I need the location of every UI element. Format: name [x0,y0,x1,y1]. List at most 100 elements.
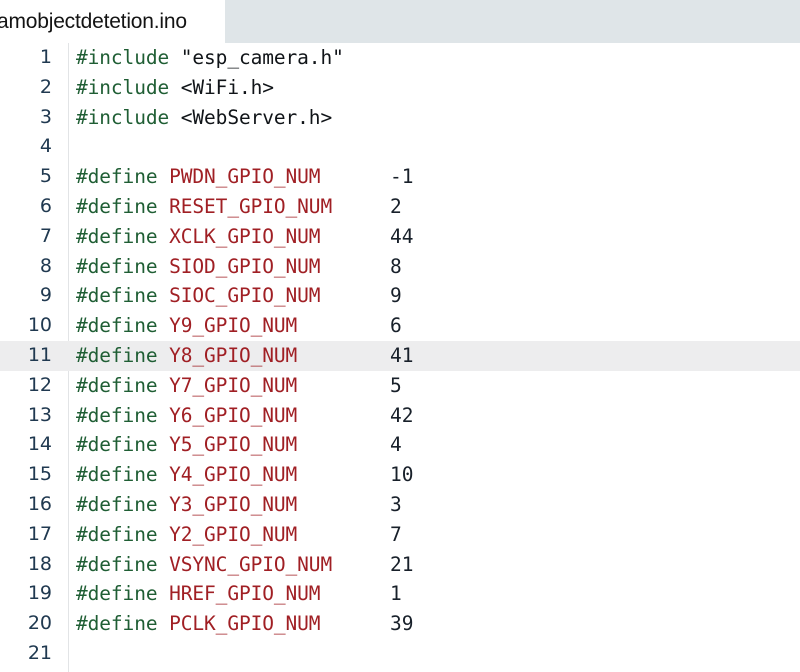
preprocessor-keyword: #define [76,314,158,338]
include-literal: "esp_camera.h" [169,46,344,69]
include-literal [157,165,169,188]
macro-value: 42 [390,403,414,427]
line-number: 2 [39,75,52,98]
code-text: #define Y5_GPIO_NUM [76,430,297,460]
include-literal [157,433,169,456]
editor-tab-bar: amobjectdetetion.ino [0,0,800,43]
line-number: 3 [39,105,52,128]
macro-name: SIOC_GPIO_NUM [169,284,321,308]
macro-name: Y2_GPIO_NUM [169,522,298,546]
macro-name: RESET_GPIO_NUM [169,194,333,218]
macro-name: Y4_GPIO_NUM [169,463,298,487]
macro-value: 5 [390,373,402,397]
macro-name: PCLK_GPIO_NUM [169,612,321,636]
include-literal [157,225,169,248]
preprocessor-keyword: #define [76,522,158,546]
code-line[interactable]: 4 [0,132,800,162]
macro-value: 6 [390,314,402,338]
code-text: #define Y6_GPIO_NUM [76,401,297,431]
preprocessor-keyword: #define [76,463,158,487]
code-line[interactable]: 3 #include <WebServer.h> [0,103,800,133]
macro-value: 4 [390,433,402,457]
macro-name: Y7_GPIO_NUM [169,373,298,397]
preprocessor-keyword: #define [76,403,158,427]
code-line[interactable]: 2 #include <WiFi.h> [0,73,800,103]
include-literal [157,404,169,427]
code-editor[interactable]: 1#include "esp_camera.h"2#include <WiFi.… [0,43,800,672]
preprocessor-keyword: #define [76,492,158,516]
macro-value: 7 [390,522,402,546]
preprocessor-keyword: #define [76,194,158,218]
code-line[interactable]: 15 #define Y4_GPIO_NUM 10 [0,460,800,490]
macro-value: 9 [390,284,402,308]
code-text: #include "esp_camera.h" [76,43,344,73]
macro-value: 8 [390,254,402,278]
code-text: #define SIOC_GPIO_NUM [76,281,321,311]
preprocessor-keyword: #define [76,373,158,397]
include-literal [157,463,169,486]
include-literal [157,314,169,337]
preprocessor-keyword: #define [76,552,158,576]
include-literal [157,255,169,278]
code-line[interactable]: 17 #define Y2_GPIO_NUM 7 [0,520,800,550]
code-text: #define PWDN_GPIO_NUM [76,162,321,192]
macro-name: HREF_GPIO_NUM [169,582,321,606]
code-text: #define SIOD_GPIO_NUM [76,252,321,282]
code-text: #define Y9_GPIO_NUM [76,311,297,341]
line-number: 20 [27,612,52,635]
macro-value: 39 [390,612,414,636]
code-text: #define XCLK_GPIO_NUM [76,222,321,252]
code-text: #include <WebServer.h> [76,103,332,133]
code-line[interactable]: 9 #define SIOC_GPIO_NUM 9 [0,281,800,311]
line-number: 14 [27,433,52,456]
code-line[interactable]: 10 #define Y9_GPIO_NUM 6 [0,311,800,341]
line-number: 10 [27,314,52,337]
code-line[interactable]: 1#include "esp_camera.h" [0,43,800,73]
code-lines-container[interactable]: 1#include "esp_camera.h"2#include <WiFi.… [0,43,800,672]
code-text: #define VSYNC_GPIO_NUM [76,550,332,580]
code-text: #include <WiFi.h> [76,73,274,103]
macro-value: 3 [390,492,402,516]
line-number: 7 [39,224,52,247]
macro-name: Y3_GPIO_NUM [169,492,298,516]
line-number: 17 [27,522,52,545]
preprocessor-keyword: #define [76,165,158,189]
include-literal: <WiFi.h> [169,75,274,99]
macro-value: 2 [390,194,402,218]
code-line[interactable]: 5#define PWDN_GPIO_NUM-1 [0,162,800,192]
line-number: 9 [39,284,52,307]
code-text: #define Y2_GPIO_NUM [76,520,297,550]
code-text: #define Y8_GPIO_NUM [76,341,297,371]
tab-sketch-file[interactable]: amobjectdetetion.ino [0,0,225,43]
line-number: 18 [27,552,52,575]
code-line[interactable]: 21 [0,639,800,669]
macro-name: Y9_GPIO_NUM [169,314,298,338]
preprocessor-keyword: #define [76,433,158,457]
include-literal [157,612,169,635]
line-number: 19 [27,582,52,605]
code-line[interactable]: 14 #define Y5_GPIO_NUM 4 [0,430,800,460]
preprocessor-keyword: #define [76,343,158,367]
macro-name: SIOD_GPIO_NUM [169,254,321,278]
preprocessor-keyword: #include [76,75,170,99]
tab-sketch-file-label: amobjectdetetion.ino [0,9,187,33]
line-number: 11 [27,343,52,366]
include-literal [157,493,169,516]
preprocessor-keyword: #define [76,254,158,278]
line-number: 15 [27,463,52,486]
include-literal [157,284,169,307]
macro-value: 10 [390,463,414,487]
macro-value: -1 [390,165,414,189]
code-text: #define HREF_GPIO_NUM [76,579,321,609]
